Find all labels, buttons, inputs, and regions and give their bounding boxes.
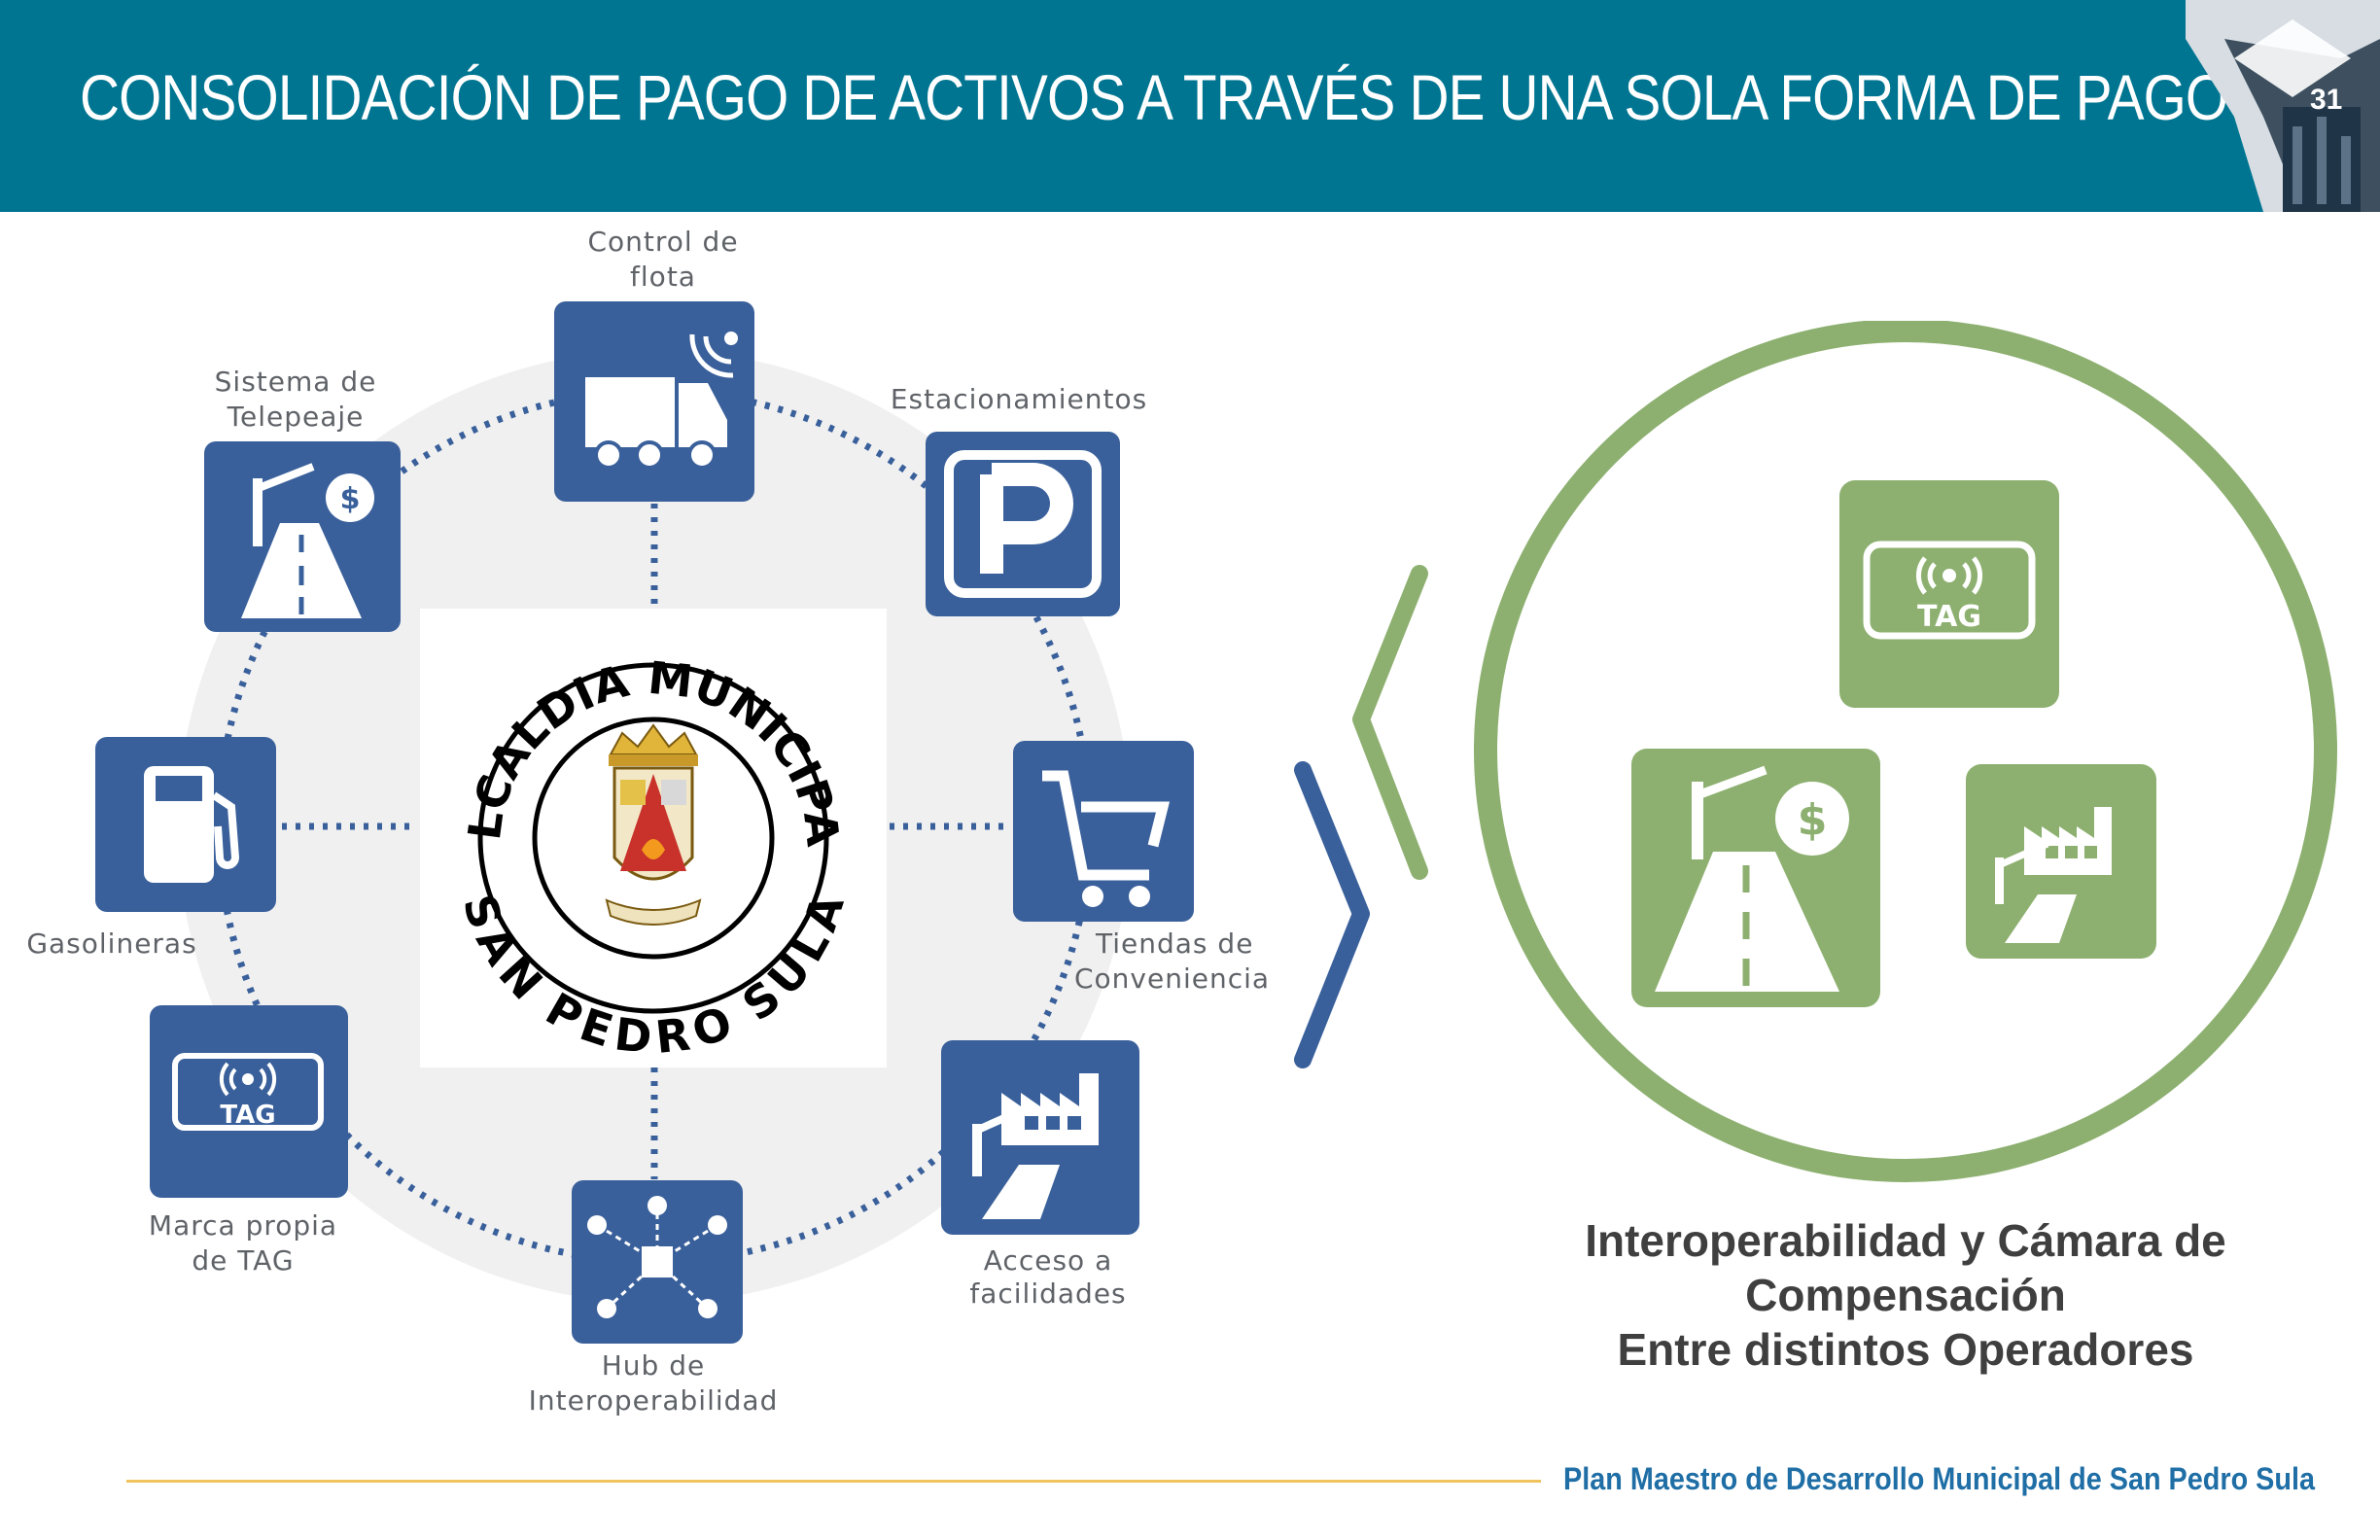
green-chevron (1352, 565, 1428, 880)
label-line2: flota (630, 261, 696, 293)
municipal-seal: ALCALDIA MUNICIPAL SAN PEDRO SULA (420, 609, 887, 1068)
svg-text:$: $ (340, 482, 361, 516)
icon-tile (1013, 741, 1194, 922)
label-line1: Marca propia (149, 1209, 337, 1242)
seal-graphic: ALCALDIA MUNICIPAL SAN PEDRO SULA (420, 609, 855, 1064)
green-tag-tile: TAG (1839, 480, 2059, 708)
caption-line2: Compensación (1745, 1270, 2066, 1320)
green-tag-text: TAG (1917, 600, 1981, 634)
item-sistema-telepeaje: $ Sistema de Telepeaje (204, 366, 401, 632)
slide-number: 31 (2310, 84, 2343, 116)
footer-text: Plan Maestro de Desarrollo Municipal de … (1563, 1461, 2316, 1496)
label-line1: Estacionamientos (891, 383, 1147, 415)
green-toll-road-icon: $ (1655, 765, 1849, 992)
tag-icon-text: TAG (220, 1101, 275, 1130)
svg-text:$: $ (1798, 795, 1828, 845)
slide-title: CONSOLIDACIÓN DE PAGO DE ACTIVOS A TRAVÉ… (80, 61, 2228, 133)
item-gasolineras: Gasolineras (26, 737, 276, 960)
shopping-cart-icon (1042, 770, 1171, 907)
interoperability-panel: TAG $ (1474, 321, 2337, 1182)
item-estacionamientos: Estacionamientos (891, 383, 1147, 616)
label-line2: Telepeaje (227, 401, 365, 433)
label-line2: de TAG (192, 1244, 294, 1277)
fuel-pump-icon (144, 766, 240, 883)
corner-decoration (2186, 0, 2380, 212)
coat-of-arms-icon (605, 723, 702, 926)
toll-road-icon: $ (241, 463, 374, 618)
label-line2: Conveniencia (1074, 962, 1270, 995)
header-bar: CONSOLIDACIÓN DE PAGO DE ACTIVOS A TRAVÉ… (0, 0, 2380, 212)
label-line1: Acceso a (984, 1244, 1112, 1277)
factory-gate-icon (972, 1073, 1099, 1219)
green-toll-tile: $ (1631, 749, 1880, 1007)
blue-chevron (1294, 761, 1370, 1068)
parking-icon (944, 450, 1102, 598)
item-control-flota: Control de flota (554, 226, 754, 502)
item-tiendas-conveniencia: Tiendas de Conveniencia (1013, 741, 1270, 995)
caption-line1: Interoperabilidad y Cámara de (1585, 1215, 2226, 1266)
green-factory-gate-icon (1995, 807, 2112, 943)
payment-channels-diagram: Control de flota Estacionamientos Tienda… (26, 226, 1270, 1417)
caption-line3: Entre distintos Operadores (1617, 1324, 2194, 1375)
footer-divider (126, 1480, 1541, 1483)
truck-wifi-icon (585, 332, 738, 470)
item-marca-propia-tag: TAG Marca propia de TAG (149, 1005, 348, 1277)
green-tag-icon: TAG (1863, 541, 2036, 640)
label-line1: Tiendas de (1095, 928, 1253, 960)
item-acceso-facilidades: Acceso a facilidades (941, 1040, 1139, 1310)
arrow-chevrons (1294, 565, 1428, 1068)
green-ring (1474, 321, 2337, 1182)
label-line1: Control de (587, 226, 738, 258)
label-line1: Gasolineras (26, 928, 196, 960)
green-factory-tile (1966, 764, 2156, 959)
label-line1: Sistema de (215, 366, 377, 398)
tag-icon: TAG (172, 1053, 324, 1131)
label-line2: Interoperabilidad (529, 1384, 779, 1417)
label-line2: facilidades (969, 1278, 1126, 1310)
network-hub-icon (587, 1196, 727, 1318)
item-hub-interoperabilidad: Hub de Interoperabilidad (529, 1180, 779, 1417)
interoperability-caption: Interoperabilidad y Cámara de Compensaci… (1497, 1213, 2314, 1377)
label-line1: Hub de (602, 1349, 705, 1382)
